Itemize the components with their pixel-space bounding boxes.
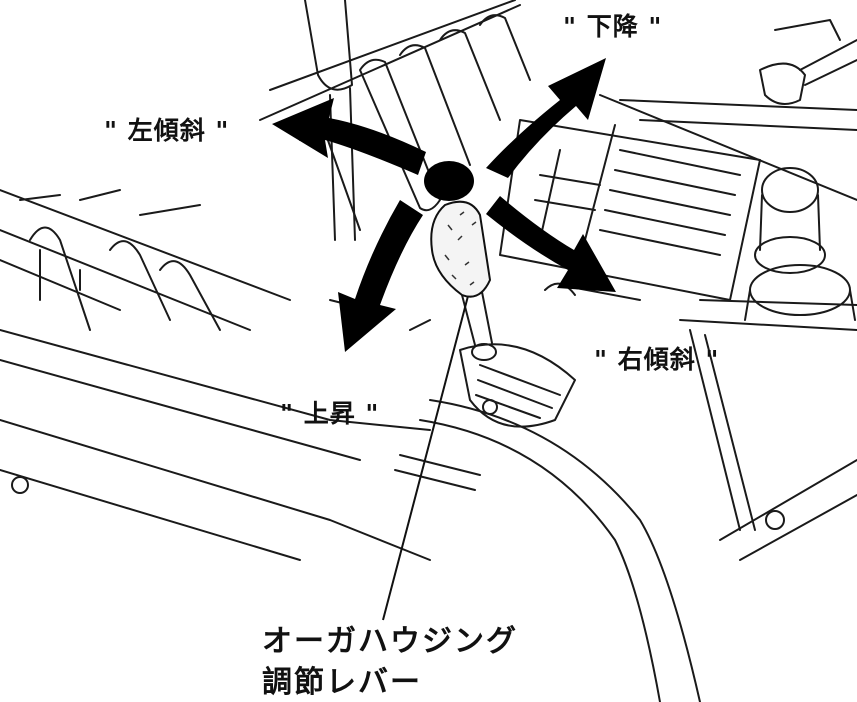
label-tilt-left: " 左傾斜 " — [104, 116, 230, 145]
arrow-tilt-left — [272, 98, 426, 175]
caption-line1: オーガハウジング — [262, 624, 518, 659]
label-tilt-right: " 右傾斜 " — [594, 345, 720, 374]
direction-arrows — [272, 58, 616, 352]
leader-line — [382, 295, 469, 621]
label-down: " 下降 " — [563, 12, 663, 41]
arrow-down-direction — [486, 58, 606, 178]
caption-line2: 調節レバー — [262, 665, 422, 700]
lever-knob — [430, 200, 492, 298]
arrow-up — [338, 200, 423, 352]
label-up: " 上昇 " — [280, 399, 380, 428]
arrow-tilt-right — [486, 196, 616, 292]
pivot-dot — [424, 161, 474, 201]
